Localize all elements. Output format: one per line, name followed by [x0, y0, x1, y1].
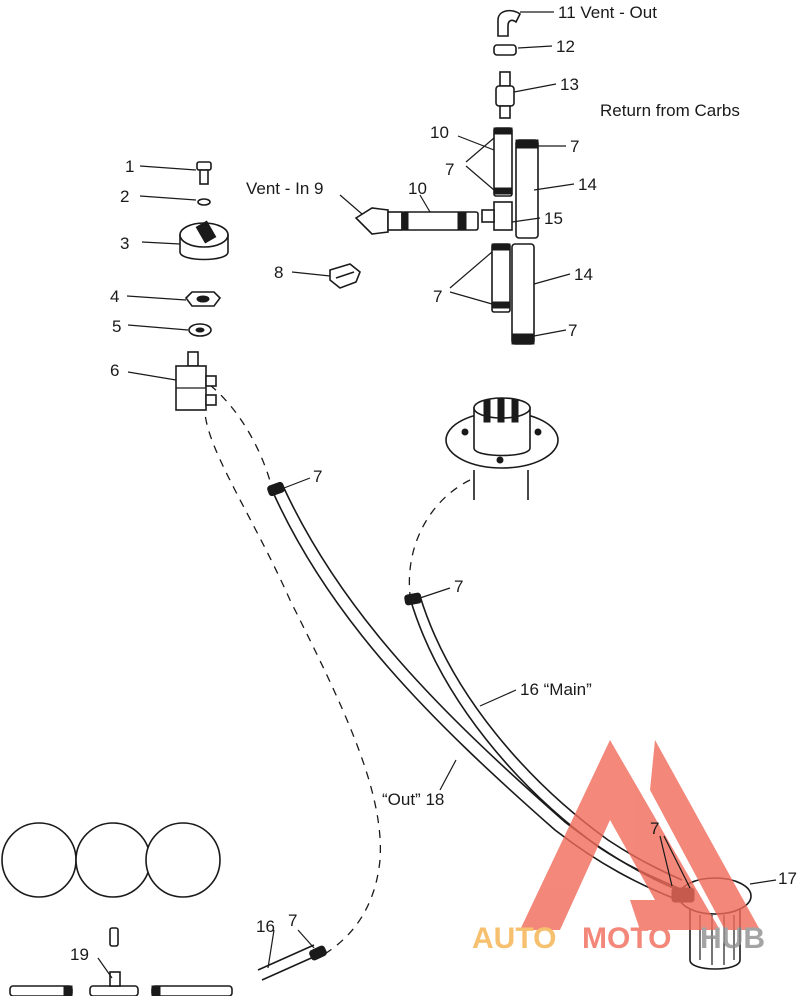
callout-5: 5	[112, 317, 121, 336]
callout-9-vent-in: Vent - In 9	[246, 179, 324, 198]
short-hose-16-inner	[257, 944, 315, 971]
callout-16-short: 16	[256, 917, 275, 936]
callout-18-out: “Out” 18	[382, 790, 444, 809]
vent-assembly	[354, 9, 539, 345]
tank-flange	[445, 397, 559, 500]
callout-1: 1	[125, 157, 134, 176]
callout-16-main: 16 “Main”	[520, 680, 592, 699]
vent-in-9	[354, 207, 403, 235]
callout-11-vent-out: 11 Vent - Out	[558, 3, 657, 22]
o-rings	[1, 822, 221, 898]
tee-19	[9, 927, 233, 996]
screw-1	[196, 161, 212, 185]
watermark-moto: MOTO	[582, 922, 671, 955]
out-line-18	[204, 401, 382, 959]
automotohub-watermark: AUTO MOTO HUB	[472, 740, 765, 955]
callout-15: 15	[544, 209, 563, 228]
hoses	[204, 384, 684, 981]
leader-lines	[97, 11, 777, 979]
clip-8	[329, 263, 361, 289]
callout-7-short-hose: 7	[288, 911, 297, 930]
callout-7-return-bottom: 7	[568, 321, 577, 340]
callout-7-lower-tube: 7	[433, 287, 442, 306]
callout-13: 13	[560, 75, 579, 94]
pump-to-main-dash	[209, 384, 273, 489]
callout-7-tank-hose: 7	[454, 577, 463, 596]
callout-10-upper: 10	[430, 123, 449, 142]
watermark-hub: HUB	[700, 922, 765, 955]
callout-12: 12	[556, 37, 575, 56]
callout-7-filter: 7	[650, 819, 659, 838]
tee-15	[481, 201, 513, 231]
tube-10-horizontal	[401, 211, 479, 231]
valve-6	[175, 351, 217, 411]
callout-7-main-hose: 7	[313, 467, 322, 486]
callout-14-upper: 14	[578, 175, 597, 194]
fitting-13	[495, 71, 515, 119]
callout-labels: 1 2 3 4 5 6 7 7 7 7 7 7 7 7 8 Vent - In …	[70, 3, 797, 964]
callout-3: 3	[120, 234, 129, 253]
elbow-11	[497, 9, 522, 37]
callout-10-horizontal: 10	[408, 179, 427, 198]
nut-4	[184, 291, 222, 307]
main-hose-16	[271, 489, 679, 901]
short-hose-16	[261, 954, 319, 981]
callout-7-upper-tube: 7	[445, 160, 454, 179]
flange-to-hose-dash	[408, 479, 471, 596]
callout-6: 6	[110, 361, 119, 380]
callout-14-lower: 14	[574, 265, 593, 284]
callout-7-return-top: 7	[570, 137, 579, 156]
washer-5	[188, 323, 212, 337]
hose-clamps	[267, 481, 422, 961]
callout-return-from-carbs: Return from Carbs	[600, 101, 740, 120]
return-tube-14-upper	[515, 139, 539, 239]
clamp-12	[493, 44, 517, 56]
return-tube-14-lower	[511, 243, 535, 345]
tube-10-upper	[493, 127, 513, 197]
washer-2	[197, 198, 211, 206]
callout-2: 2	[120, 187, 129, 206]
knob-3	[179, 220, 229, 261]
watermark-logo-inner	[650, 740, 760, 930]
callout-4: 4	[110, 287, 119, 306]
watermark-auto: AUTO	[472, 922, 556, 955]
callout-8: 8	[274, 263, 283, 282]
callout-19: 19	[70, 945, 89, 964]
callout-17: 17	[778, 869, 797, 888]
watermark-logo-triangle	[520, 740, 720, 930]
